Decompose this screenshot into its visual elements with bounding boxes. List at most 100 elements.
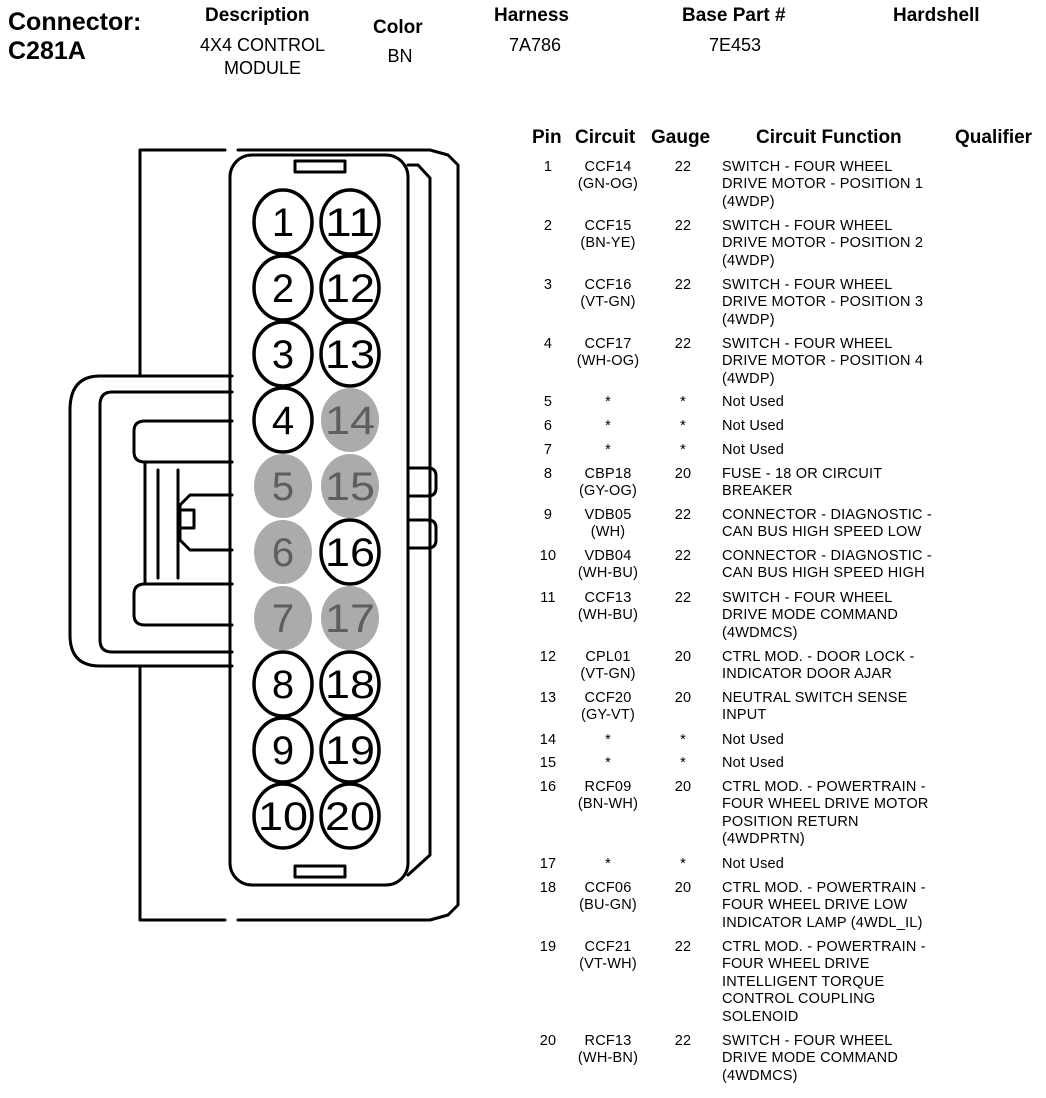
- pin-cavity: [319, 188, 381, 256]
- function-line: Not Used: [722, 755, 785, 771]
- pin-3: 3: [252, 320, 314, 388]
- function-line: (4WDP): [722, 370, 775, 387]
- function-line: (4WDMCS): [722, 1067, 798, 1084]
- function-line: Not Used: [722, 442, 785, 458]
- circuit-cell: RCF09(BN-WH): [568, 779, 648, 814]
- function-cell: CTRL MOD. - POWERTRAIN -FOUR WHEEL DRIVE…: [722, 779, 954, 849]
- pin-cavity: [252, 782, 314, 850]
- function-line: CTRL MOD. - POWERTRAIN -: [722, 939, 926, 955]
- circuit-line: CBP18: [584, 466, 632, 482]
- circuit-line: VDB04: [584, 548, 632, 564]
- gauge-cell: *: [680, 442, 686, 458]
- circuit-line: *: [605, 418, 611, 434]
- circuit-cell: CCF15(BN-YE): [568, 218, 648, 253]
- pin-cell: 10: [539, 548, 557, 564]
- pin-cell: 15: [539, 755, 557, 771]
- circuit-line: CCF15: [584, 218, 632, 234]
- connector-id: C281A: [8, 37, 86, 65]
- circuit-cell: CCF06(BU-GN): [568, 880, 648, 915]
- pin-number: 16: [325, 531, 375, 575]
- pin-cavity: [319, 782, 381, 850]
- circuit-line: (VT-GN): [580, 294, 636, 311]
- circuit-line: CCF13: [584, 590, 632, 606]
- function-line: SWITCH - FOUR WHEEL: [722, 218, 893, 234]
- circuit-line: (WH-OG): [576, 353, 640, 370]
- function-line: SWITCH - FOUR WHEEL: [722, 159, 893, 175]
- connector-title: Connector: C281A: [8, 8, 141, 66]
- pin-cavity: [252, 188, 314, 256]
- circuit-line: CCF16: [584, 277, 632, 293]
- pin-17: 17: [321, 586, 379, 650]
- circuit-line: (GY-VT): [580, 707, 636, 724]
- pin-number: 10: [258, 795, 308, 839]
- color-value: BN: [387, 46, 413, 66]
- function-line: POSITION RETURN: [722, 813, 859, 830]
- pin-cavity: [321, 388, 379, 452]
- pin-cavity: [252, 386, 314, 454]
- circuit-line: (BN-WH): [577, 796, 639, 813]
- pin-number: 3: [272, 333, 294, 377]
- function-cell: CONNECTOR - DIAGNOSTIC -CAN BUS HIGH SPE…: [722, 548, 954, 583]
- circuit-line: (WH-BU): [577, 565, 639, 582]
- pin-cell: 17: [539, 856, 557, 872]
- pin-16: 16: [319, 518, 381, 586]
- pin-cavity: [319, 320, 381, 388]
- column-header-qualifier: Qualifier: [955, 127, 1033, 148]
- gauge-cell: 20: [674, 649, 692, 665]
- column-header-function: Circuit Function: [756, 127, 902, 148]
- function-line: NEUTRAL SWITCH SENSE: [722, 690, 908, 706]
- function-cell: CTRL MOD. - POWERTRAIN -FOUR WHEEL DRIVE…: [722, 880, 954, 932]
- pin-cell: 4: [543, 336, 553, 352]
- pin-number: 5: [272, 465, 294, 509]
- function-line: (4WDP): [722, 193, 775, 210]
- function-line: (4WDMCS): [722, 624, 798, 641]
- pin-cell: 11: [540, 590, 556, 606]
- circuit-line: (GN-OG): [577, 176, 639, 193]
- circuit-line: *: [605, 394, 611, 410]
- pin-cell: 19: [539, 939, 557, 955]
- pin-cell: 13: [539, 690, 557, 706]
- column-header-gauge: Gauge: [651, 127, 711, 148]
- circuit-cell: RCF13(WH-BN): [568, 1033, 648, 1068]
- pin-cavity: [254, 586, 312, 650]
- circuit-cell: CBP18(GY-OG): [568, 466, 648, 501]
- circuit-line: (WH): [590, 524, 626, 541]
- pin-number: 14: [325, 399, 375, 443]
- pin-9: 9: [252, 716, 314, 784]
- function-line: SWITCH - FOUR WHEEL: [722, 590, 893, 606]
- description-value: 4X4 CONTROL MODULE: [180, 34, 345, 80]
- function-line: SOLENOID: [722, 1008, 799, 1025]
- circuit-line: (GY-OG): [578, 483, 638, 500]
- pin-number: 1: [272, 201, 294, 245]
- pin-number: 4: [272, 399, 294, 443]
- hardshell-label: Hardshell: [893, 5, 980, 26]
- pin-number: 2: [272, 267, 294, 311]
- function-cell: Not Used: [722, 732, 954, 749]
- pin-number: 6: [272, 531, 294, 575]
- function-line: CTRL MOD. - POWERTRAIN -: [722, 779, 926, 795]
- function-line: DRIVE MOTOR - POSITION 1: [722, 176, 924, 193]
- pin-cell: 7: [543, 442, 553, 458]
- connector-outline: [68, 148, 460, 922]
- circuit-line: (BN-YE): [580, 235, 636, 252]
- circuit-line: *: [605, 856, 611, 872]
- pin-cell: 6: [543, 418, 553, 434]
- pin-15: 15: [321, 454, 379, 518]
- gauge-cell: 22: [674, 939, 692, 955]
- pin-number: 19: [325, 729, 375, 773]
- pin-number: 18: [325, 663, 375, 707]
- pin-2: 2: [252, 254, 314, 322]
- circuit-cell: VDB05(WH): [568, 507, 648, 542]
- function-cell: CONNECTOR - DIAGNOSTIC -CAN BUS HIGH SPE…: [722, 507, 954, 542]
- pin-20: 20: [319, 782, 381, 850]
- function-line: DRIVE MODE COMMAND: [722, 1050, 898, 1067]
- gauge-cell: 22: [674, 159, 692, 175]
- pin-11: 11: [319, 188, 381, 256]
- gauge-cell: *: [680, 755, 686, 771]
- circuit-line: (BU-GN): [579, 897, 637, 914]
